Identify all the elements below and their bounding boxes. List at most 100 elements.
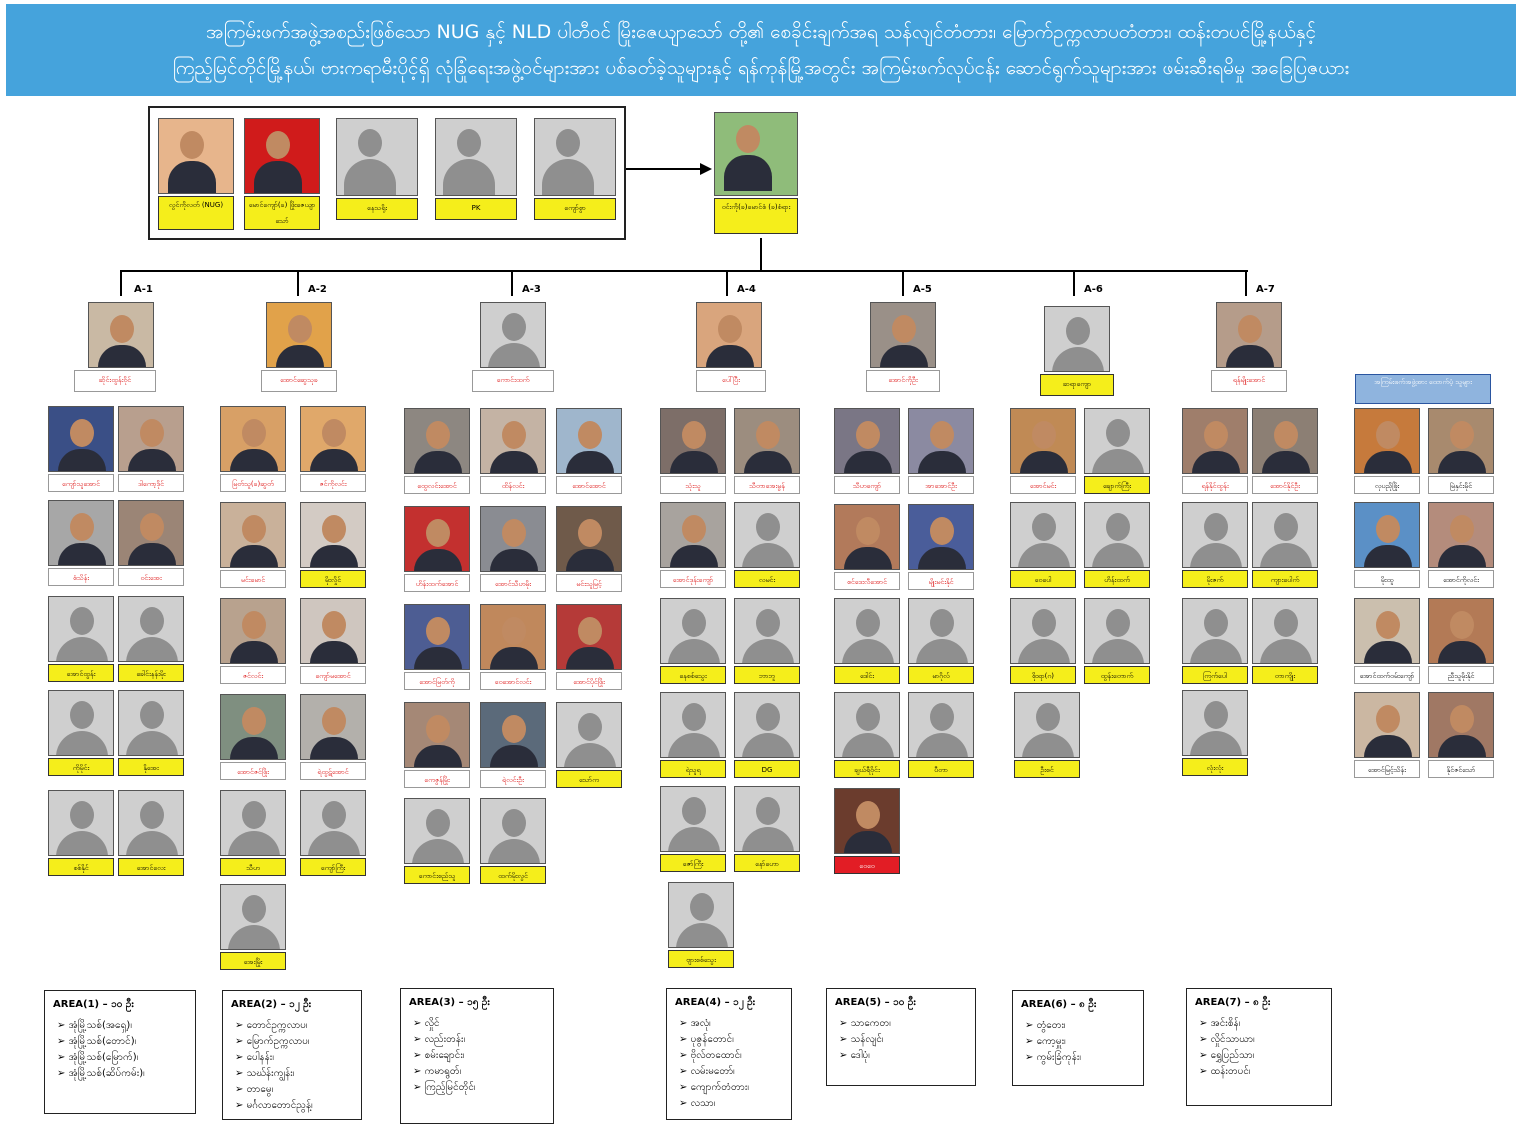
placeholder-silhouette-icon: [220, 790, 286, 856]
leader-label: နေသရိုး: [336, 198, 418, 220]
member-label: ရဲထွဋ်အောင်: [300, 762, 366, 780]
placeholder-silhouette-icon: [1084, 408, 1150, 474]
township-item: ဒေါပုံ၊: [839, 1048, 967, 1064]
placeholder-silhouette-icon: [300, 790, 366, 856]
placeholder-silhouette-icon: [48, 596, 114, 662]
township-item: ကော့မှူး၊: [1025, 1034, 1135, 1050]
placeholder-silhouette-icon: [660, 786, 726, 852]
member-card: နော်ဟော: [734, 786, 800, 872]
member-card: ကျော်မအောင်: [300, 598, 366, 684]
member-card: ဝေအောင်လင်း: [480, 604, 546, 690]
township-item: တောင်ဥက္ကလာပ၊: [235, 1018, 353, 1034]
member-card: အောင်ထွန်း: [48, 596, 114, 682]
member-label: ထွန်းတောက်: [1084, 666, 1150, 684]
member-label: မာဂိုလ်: [908, 666, 974, 684]
group-leader-label: ပေါ်ပြီး: [696, 370, 766, 392]
township-item: အလုံ၊: [679, 1016, 783, 1032]
member-card: သီဟ: [220, 790, 286, 876]
member-label: သော်က: [556, 770, 622, 788]
placeholder-silhouette-icon: [734, 502, 800, 568]
member-card: အောင်အောင်: [556, 408, 622, 494]
member-label: ဟိန်းထက်အောင်: [404, 574, 470, 592]
member-photo: [908, 504, 974, 570]
member-label: အောင်အောင်: [556, 476, 622, 494]
member-label: ချယ်ရီဝိုင်း: [834, 760, 900, 778]
township-item: လသာ၊: [679, 1096, 783, 1112]
placeholder-silhouette-icon: [1084, 502, 1150, 568]
group-leader-card: ဆိုင်းထွန်းဝိုင်: [74, 302, 156, 392]
member-card: ဒါကော့ဒိုင်: [118, 406, 184, 492]
group-leader-photo: [1044, 306, 1110, 372]
member-label: ကိုမိုင်း: [48, 758, 114, 776]
member-card: မိုးလှိုင်: [300, 502, 366, 588]
township-item: ပုဇွန်တောင်၊: [679, 1032, 783, 1048]
group-leader-label: အောင်ကိုဦး: [866, 370, 940, 392]
member-photo: [660, 502, 726, 568]
leader-label: PK: [435, 198, 517, 220]
member-label: မိုးလှိုင်: [300, 570, 366, 588]
group-leader-photo: [88, 302, 154, 368]
member-label: နိုအေး: [118, 758, 184, 776]
group-leader-photo: [1216, 302, 1282, 368]
member-photo: [660, 408, 726, 474]
member-label: အောင်မင်း: [1010, 476, 1076, 494]
member-card: သီဟကျော်: [834, 408, 900, 494]
member-photo: [220, 598, 286, 664]
title-line-2: ကြည့်မြင်တိုင်မြို့နယ်၊ ဗားကရာမီးပိုင့်ရ…: [172, 57, 1350, 79]
member-label: ထွေလင်းအောင်: [404, 476, 470, 494]
member-photo: [734, 408, 800, 474]
connector-line: [120, 270, 1248, 272]
group-leader-card: ကောင်းထက်: [472, 302, 554, 392]
leader-label: မောင်ကျော်(ခ) ဖြိုးဇေယျာသော်: [244, 196, 320, 230]
leader-card: လွင်ကိုလတ် (NUG): [158, 118, 234, 230]
member-photo: [1182, 408, 1248, 474]
group-leader-photo: [696, 302, 762, 368]
placeholder-silhouette-icon: [834, 598, 900, 664]
member-card: ပီတာ: [908, 692, 974, 778]
commander-card: ဝင်းကို(ခ)မောင်စံ (ခ)စံရား: [714, 112, 798, 234]
group-leader-label: ဆရာကျော: [1040, 374, 1114, 396]
member-photo: [1354, 598, 1420, 664]
connector-line: [511, 270, 513, 296]
leader-card: ကျော်စွာ: [534, 118, 616, 220]
member-label: သုံးသူ: [660, 476, 726, 494]
member-label: အေးမြိုး: [220, 952, 286, 970]
title-line-1: အကြမ်းဖက်အဖွဲ့အစည်းဖြစ်သော NUG နှင့် NLD…: [206, 21, 1316, 43]
township-item: ကျောက်တံတား၊: [679, 1080, 783, 1096]
member-photo: [556, 408, 622, 474]
member-label: မင်းသူမြင့်: [556, 574, 622, 592]
township-item: လည်းတန်း၊: [413, 1032, 545, 1048]
member-card: ကြက်ပေါ: [1182, 598, 1248, 684]
member-card: ကိုမိုင်း: [48, 690, 114, 776]
township-item: မင်္ဂလာတောင်ညွန့်၊: [235, 1098, 353, 1114]
area-box-6: AREA(6) – ၈ ဦး တွံတေး၊ကော့မှူး၊ကွမ်းခြံက…: [1012, 990, 1144, 1086]
supporters-title: အကြမ်းဖက်အဖွဲ့အား ထောက်ပံ့ သူများ: [1355, 374, 1491, 404]
area-box-5: AREA(5) – ၁၀ ဦး သာကေတ၊သန်လျင်၊ဒေါပုံ၊: [826, 988, 976, 1086]
member-label: ကျော်သူအောင်: [48, 474, 114, 492]
group-leader-card: အောင်ကိုဦး: [866, 302, 940, 392]
member-photo: [1428, 692, 1494, 758]
placeholder-silhouette-icon: [48, 690, 114, 756]
group-leader-card: ရန်မျိုးအောင်: [1211, 302, 1287, 392]
member-card: အောင်သီဟမိုး: [480, 506, 546, 592]
member-label: ထက်မိုးလွင်: [480, 866, 546, 884]
member-card: ဟိန်းထက်အောင်: [404, 506, 470, 592]
member-card: ချောက်ကြီး: [1084, 408, 1150, 494]
member-photo: [118, 500, 184, 566]
member-label: ဝေအောင်လင်း: [480, 672, 546, 690]
placeholder-silhouette-icon: [1010, 502, 1076, 568]
placeholder-silhouette-icon: [908, 598, 974, 664]
member-label: ရန်နိုင်ထွန်း: [1182, 476, 1248, 494]
member-label: မိုးဇက်: [1182, 570, 1248, 588]
member-card: ထွန်းတောက်: [1084, 598, 1150, 684]
group-tag: A-5: [913, 284, 932, 295]
member-label: အောင်မြတ်ကို: [404, 672, 470, 690]
member-photo: [220, 694, 286, 760]
member-photo: [404, 702, 470, 768]
member-label: ထိန်လင်း: [480, 476, 546, 494]
group-tag: A-6: [1084, 284, 1103, 295]
connector-line: [1245, 270, 1247, 296]
area-title: AREA(2) – ၁၂ ဦး: [231, 999, 312, 1010]
member-card: အောင်ထက်ဝမ်းကျော်: [1354, 598, 1420, 684]
area-box-2: AREA(2) – ၁၂ ဦး တောင်ဥက္ကလာပ၊မြောက်ဥက္ကလ…: [222, 990, 362, 1120]
